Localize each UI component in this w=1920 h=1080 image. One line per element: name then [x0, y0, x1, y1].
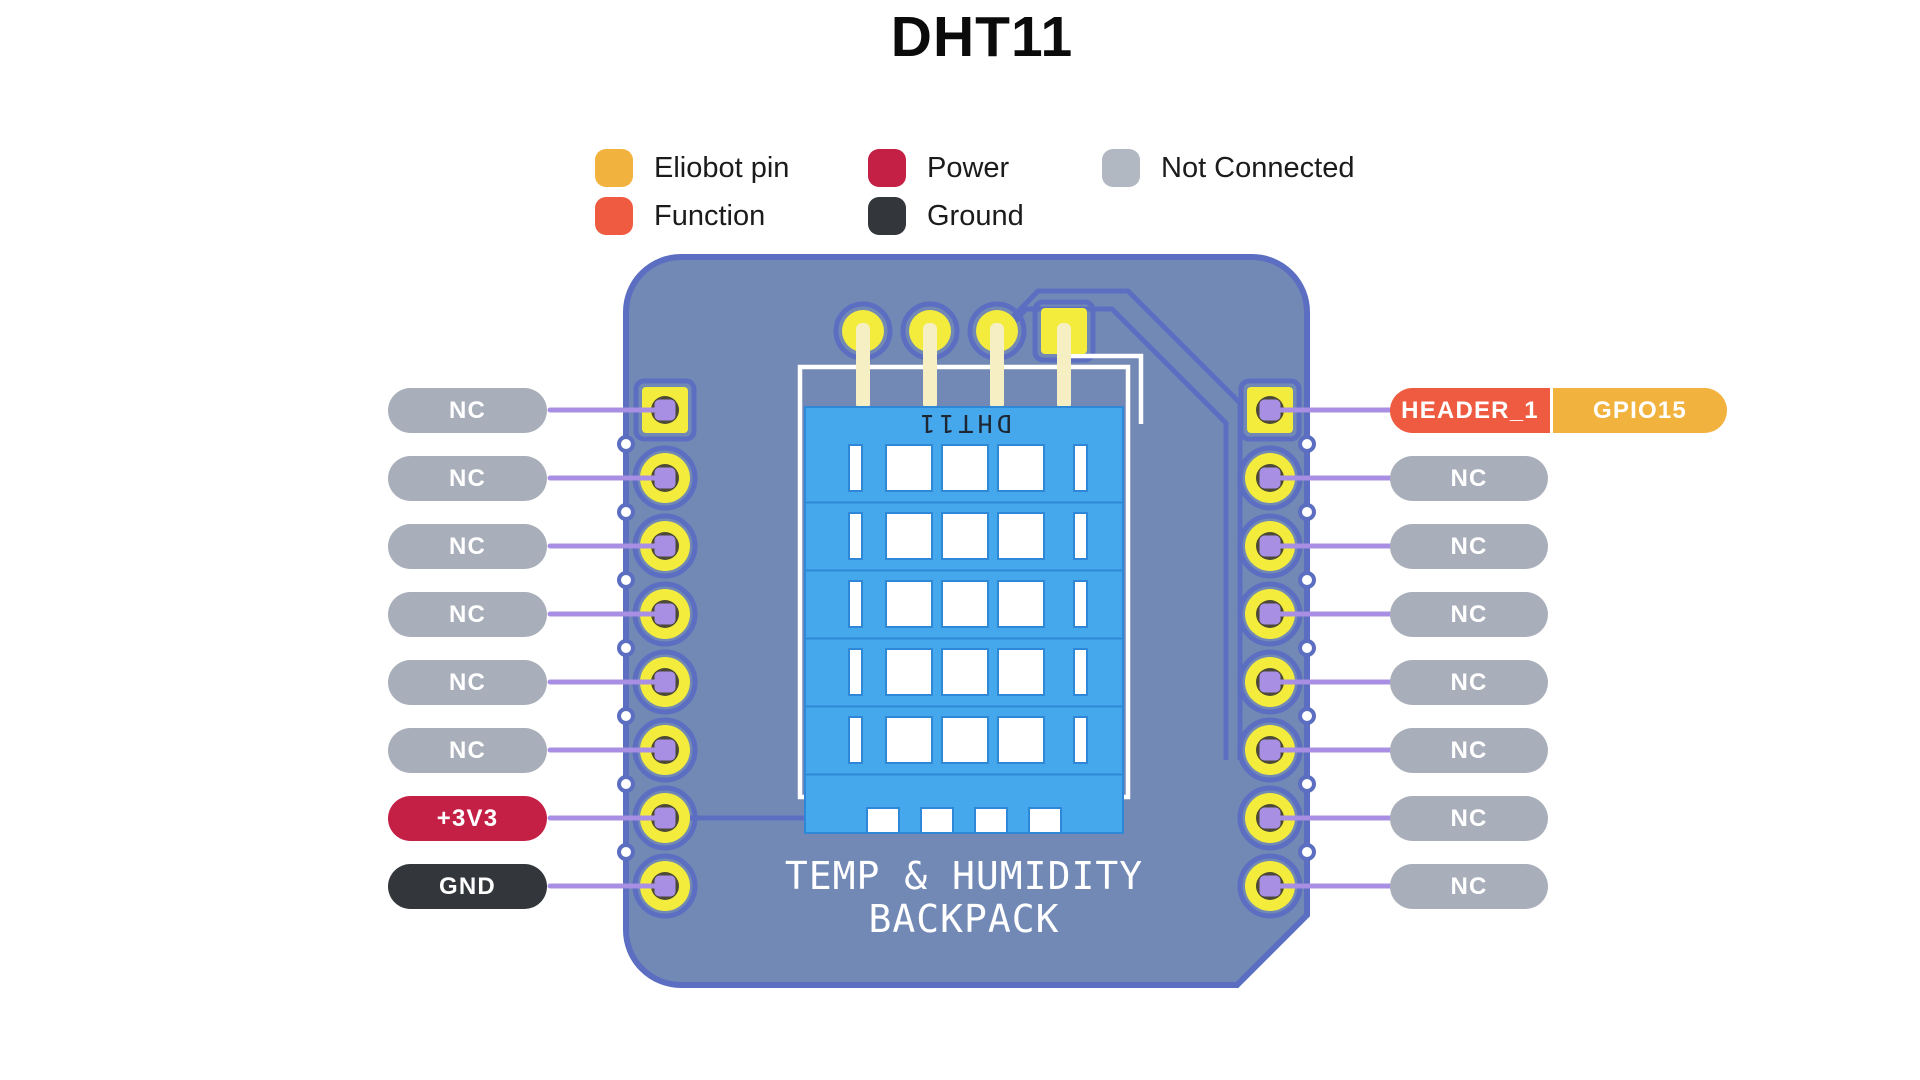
pin-label-left-8-gnd: GND — [388, 864, 547, 909]
pin-label-left-7-3v3: +3V3 — [388, 796, 547, 841]
legend-item-eliobot-pin: Eliobot pin — [595, 149, 789, 187]
pin-label-left-5-nc: NC — [388, 660, 547, 705]
legend-label: Function — [654, 199, 766, 232]
legend-label: Power — [927, 151, 1010, 184]
ground-swatch-icon — [868, 197, 906, 235]
eliobot-pin-swatch-icon — [595, 149, 633, 187]
board-caption: TEMP & HUMIDITY BACKPACK — [785, 854, 1143, 941]
caption-line-1: TEMP & HUMIDITY — [785, 854, 1143, 898]
pin-label-left-1-nc: NC — [388, 388, 547, 433]
power-swatch-icon — [868, 149, 906, 187]
pin-label-right-1-gpio15: GPIO15 — [1553, 388, 1727, 433]
edge-notches — [617, 435, 1316, 861]
legend-item-power: Power — [868, 149, 1009, 187]
pin-label-right-8-nc: NC — [1390, 864, 1548, 909]
pin-label-left-2-nc: NC — [388, 456, 547, 501]
legend-item-not-connected: Not Connected — [1102, 149, 1354, 187]
legend-label: Not Connected — [1161, 151, 1355, 184]
function-swatch-icon — [595, 197, 633, 235]
pin-label-right-4-nc: NC — [1390, 592, 1548, 637]
connector-lines — [547, 407, 1395, 889]
sensor-module: DHT11 — [804, 406, 1124, 834]
pin-label-left-6-nc: NC — [388, 728, 547, 773]
pin-label-right-2-nc: NC — [1390, 456, 1548, 501]
pin-label-right-1-header1: HEADER_1 — [1390, 388, 1550, 433]
legend-item-ground: Ground — [868, 197, 1024, 235]
legend-label: Ground — [927, 199, 1024, 232]
pin-label-left-3-nc: NC — [388, 524, 547, 569]
trace-decoration — [690, 288, 1243, 821]
pin-label-right-5-nc: NC — [1390, 660, 1548, 705]
legend-item-function: Function — [595, 197, 765, 235]
pin-label-right-3-nc: NC — [1390, 524, 1548, 569]
pin-label-left-4-nc: NC — [388, 592, 547, 637]
pin-label-right-6-nc: NC — [1390, 728, 1548, 773]
page-title: DHT11 — [890, 5, 1074, 69]
pin-label-right-7-nc: NC — [1390, 796, 1548, 841]
sensor-label: DHT11 — [916, 409, 1011, 438]
legend-label: Eliobot pin — [654, 151, 790, 184]
caption-line-2: BACKPACK — [868, 897, 1059, 941]
top-pins — [842, 308, 1087, 410]
sensor-grid — [805, 444, 1123, 834]
not-connected-swatch-icon — [1102, 149, 1140, 187]
